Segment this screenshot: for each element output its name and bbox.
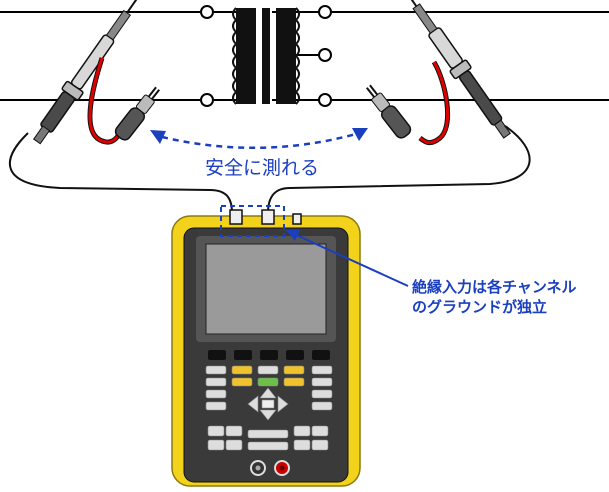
scope-screen [205, 243, 327, 335]
terminal-secondary-bottom [318, 93, 332, 107]
isolated-input-label-line2: のグラウンドが独立 [412, 298, 547, 316]
oscilloscope-icon [171, 209, 361, 487]
right-probe-icon [267, 0, 531, 214]
input-a-connector [229, 209, 243, 225]
isolated-input-highlight [220, 205, 285, 237]
isolated-input-pointer [286, 230, 409, 287]
terminal-primary-bottom [200, 93, 214, 107]
terminals [200, 5, 332, 107]
terminal-secondary-top [318, 5, 332, 19]
input-b-connector [261, 209, 275, 225]
aux-connector [292, 213, 302, 225]
terminal-primary-top [200, 5, 214, 19]
safe-measure-label: 安全に測れる [205, 157, 319, 179]
safe-measure-arrow [150, 128, 368, 150]
terminal-secondary-center [318, 48, 332, 62]
dpad [247, 387, 289, 421]
left-probe-icon [8, 0, 233, 214]
transformer-icon [232, 7, 300, 105]
isolated-input-label-line1: 絶縁入力は各チャンネル [412, 278, 577, 296]
